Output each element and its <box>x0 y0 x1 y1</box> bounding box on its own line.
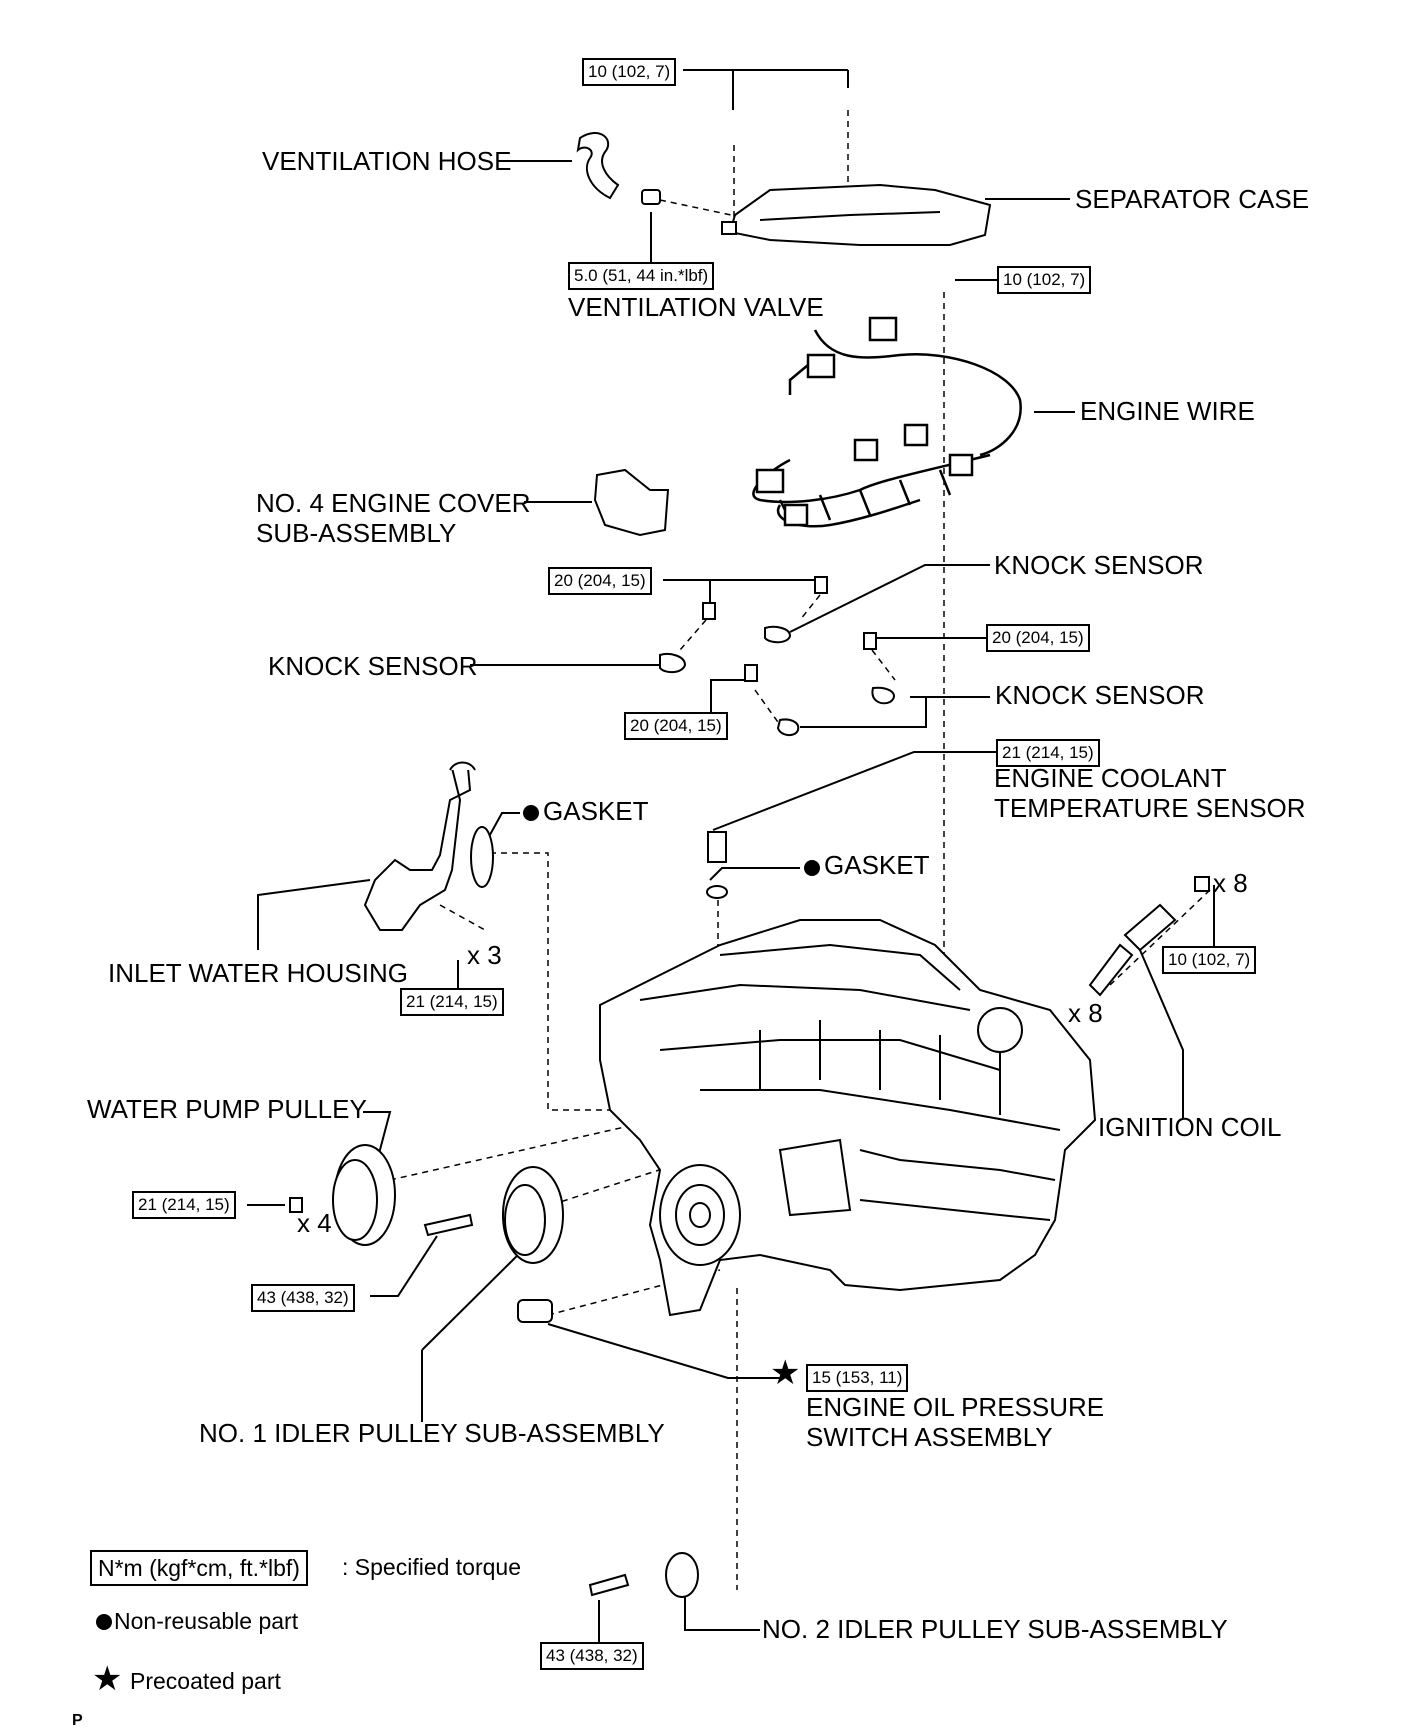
label-separator-case: SEPARATOR CASE <box>1075 184 1310 214</box>
water-pump-pulley-part <box>289 1144 396 1246</box>
label-idler1: NO. 1 IDLER PULLEY SUB-ASSEMBLY <box>199 1418 665 1448</box>
torque-ect-sensor: 21 (214, 15) <box>996 739 1100 767</box>
legend-star-icon: ★ <box>92 1660 123 1698</box>
leader-knock-b <box>710 679 745 712</box>
leader-knock-right2 <box>800 696 990 728</box>
idler1-pulley-part <box>423 1166 564 1264</box>
qty-ignition-bolts: x 8 <box>1213 868 1248 898</box>
dash-knock-b <box>754 689 781 726</box>
dash-knock-c <box>871 649 896 681</box>
legend-dot-icon <box>96 1614 112 1630</box>
leader-idler1-torque <box>370 1235 438 1297</box>
non-reusable-dot-1 <box>523 805 539 821</box>
leader-ignition-coil <box>1139 949 1184 1118</box>
ignition-coil-part <box>1088 876 1210 997</box>
label-ventilation-hose: VENTILATION HOSE <box>262 146 512 176</box>
torque-ventilation-valve: 5.0 (51, 44 in.*lbf) <box>568 262 715 290</box>
leader-oil-switch <box>547 1323 780 1379</box>
figure-code: P <box>72 1712 83 1729</box>
label-engine-cover-line1: NO. 4 ENGINE COVER <box>256 488 531 518</box>
ect-sensor-part <box>706 831 728 899</box>
idler2-pulley-part <box>588 1552 699 1598</box>
label-ventilation-valve: VENTILATION VALVE <box>568 292 824 322</box>
label-oil-switch-line2: SWITCH ASSEMBLY <box>806 1422 1053 1452</box>
dash-inlet-bolts <box>439 904 486 931</box>
torque-knock-sensor-a: 20 (204, 15) <box>548 567 652 595</box>
qty-inlet-bolts: x 3 <box>467 940 502 970</box>
legend-torque-desc: : Specified torque <box>342 1554 522 1580</box>
torque-knock-sensor-b: 20 (204, 15) <box>624 712 728 740</box>
engine-cover-part <box>593 468 670 537</box>
leader-knock-a <box>663 579 820 604</box>
knock-sensors-part <box>659 576 895 736</box>
label-idler2: NO. 2 IDLER PULLEY SUB-ASSEMBLY <box>762 1614 1228 1644</box>
leader-idler2 <box>684 1590 760 1631</box>
leader-knock-right1 <box>789 564 990 633</box>
engine-block-part <box>599 919 1097 1317</box>
qty-ignition-coils: x 8 <box>1068 998 1103 1028</box>
torque-water-pump-pulley: 21 (214, 15) <box>132 1191 236 1219</box>
legend-precoated: Precoated part <box>130 1668 281 1694</box>
torque-idler1: 43 (438, 32) <box>251 1284 355 1312</box>
leader-gasket2 <box>709 867 800 881</box>
precoated-star-icon: ★ <box>770 1354 801 1392</box>
label-engine-cover-line2: SUB-ASSEMBLY <box>256 518 457 548</box>
label-engine-wire: ENGINE WIRE <box>1080 396 1255 426</box>
torque-separator-case: 10 (102, 7) <box>582 58 677 86</box>
torque-idler2: 43 (438, 32) <box>540 1642 644 1670</box>
label-inlet-water-housing: INLET WATER HOUSING <box>108 958 408 988</box>
label-knock-sensor-2: KNOCK SENSOR <box>268 651 478 681</box>
separator-case-part <box>721 183 992 246</box>
label-knock-sensor-1: KNOCK SENSOR <box>994 550 1204 580</box>
oil-pressure-switch-part <box>517 1299 553 1323</box>
label-ignition-coil: IGNITION COIL <box>1098 1112 1282 1142</box>
label-knock-sensor-3: KNOCK SENSOR <box>995 680 1205 710</box>
label-gasket-1: GASKET <box>543 796 649 826</box>
dash-knock-a <box>679 594 821 651</box>
torque-knock-sensor-c: 20 (204, 15) <box>986 624 1090 652</box>
engine-wire-part <box>752 316 1022 528</box>
label-gasket-2: GASKET <box>824 850 930 880</box>
qty-water-pump-bolts: x 4 <box>297 1208 332 1238</box>
ventilation-hose-part <box>576 132 620 200</box>
torque-engine-wire: 10 (102, 7) <box>997 266 1092 294</box>
label-oil-switch-line1: ENGINE OIL PRESSURE <box>806 1392 1105 1422</box>
non-reusable-dot-2 <box>804 860 820 876</box>
torque-inlet-water-housing: 21 (214, 15) <box>400 988 504 1016</box>
label-ect-line2: TEMPERATURE SENSOR <box>994 793 1306 823</box>
leader-idler1 <box>421 1244 529 1422</box>
ventilation-valve-part <box>641 189 661 205</box>
label-water-pump-pulley: WATER PUMP PULLEY <box>87 1094 367 1124</box>
leader-inlet-water <box>257 879 371 950</box>
torque-oil-switch: 15 (153, 11) <box>806 1364 909 1392</box>
label-ect-line1: ENGINE COOLANT <box>994 763 1227 793</box>
dash-ignition <box>1109 889 1211 986</box>
leader-separator-torque <box>683 69 849 110</box>
torque-ignition-coil: 10 (102, 7) <box>1162 946 1257 974</box>
leader-ect <box>712 751 998 831</box>
inlet-water-housing-part <box>363 761 494 931</box>
legend-torque-box: N*m (kgf*cm, ft.*lbf) <box>90 1550 308 1586</box>
legend-non-reusable: Non-reusable part <box>114 1608 299 1634</box>
